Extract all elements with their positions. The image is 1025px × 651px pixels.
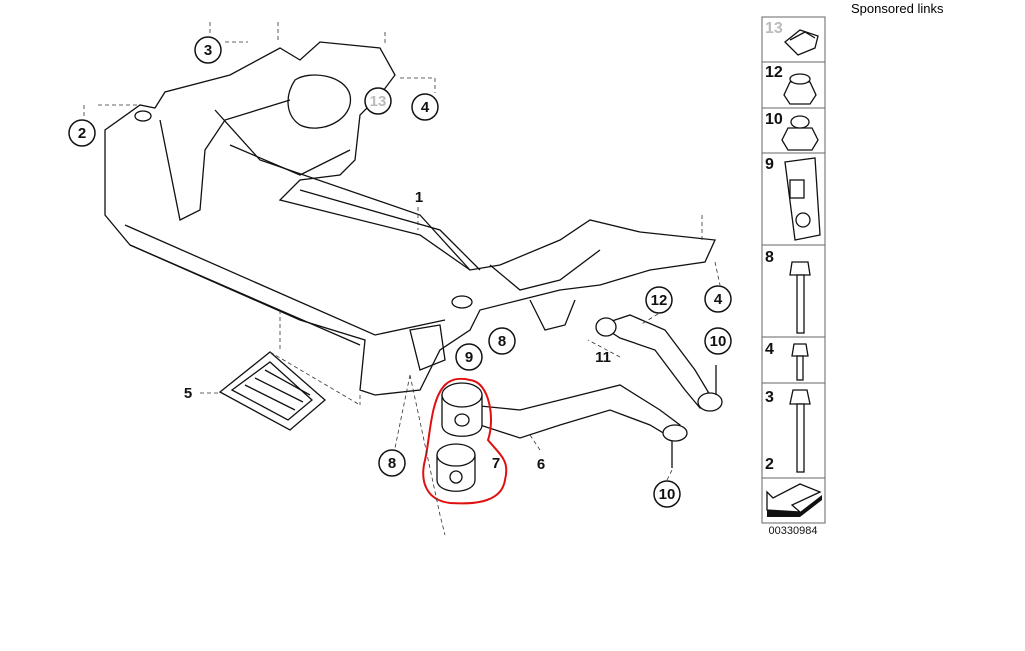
svg-text:8: 8 xyxy=(765,249,774,266)
callout-7[interactable]: 7 xyxy=(492,455,500,472)
bushing-7 xyxy=(436,443,476,492)
diagram-number: 00330984 xyxy=(769,525,818,537)
callout-6[interactable]: 6 xyxy=(537,456,545,473)
svg-text:9: 9 xyxy=(465,349,473,366)
callout-10-top[interactable]: 10 xyxy=(704,327,732,355)
callout-3[interactable]: 3 xyxy=(194,36,222,64)
control-arm-6 xyxy=(468,384,688,468)
sponsored-links-label[interactable]: Sponsored links xyxy=(851,1,944,16)
callout-5[interactable]: 5 xyxy=(184,385,192,402)
callout-9[interactable]: 9 xyxy=(455,343,483,371)
callout-12[interactable]: 12 xyxy=(645,286,673,314)
part-row-4[interactable]: 4 xyxy=(765,341,809,381)
part-row-3-2[interactable]: 3 2 xyxy=(765,389,811,473)
svg-text:9: 9 xyxy=(765,156,774,173)
red-highlight-loop xyxy=(422,377,508,505)
svg-text:4: 4 xyxy=(714,291,723,308)
bushing-9 xyxy=(441,382,483,437)
part-row-12[interactable]: 12 xyxy=(765,64,817,105)
part-row-9[interactable]: 9 xyxy=(765,156,821,241)
callout-8-top[interactable]: 8 xyxy=(488,327,516,355)
svg-text:10: 10 xyxy=(710,333,727,350)
callout-10-bottom[interactable]: 10 xyxy=(653,480,681,508)
callout-8-bottom[interactable]: 8 xyxy=(378,449,406,477)
svg-text:12: 12 xyxy=(765,64,783,81)
front-axle-subframe xyxy=(104,41,716,396)
svg-text:8: 8 xyxy=(498,333,506,350)
svg-text:4: 4 xyxy=(765,341,774,358)
svg-text:2: 2 xyxy=(765,456,774,473)
tension-strut-11 xyxy=(595,314,723,412)
svg-text:13: 13 xyxy=(765,20,783,37)
svg-text:13: 13 xyxy=(370,93,387,110)
direction-arrow-icon xyxy=(766,483,822,517)
parts-column: 13 12 10 9 8 4 3 2 xyxy=(761,16,826,537)
svg-text:10: 10 xyxy=(659,486,676,503)
callout-2[interactable]: 2 xyxy=(68,119,96,147)
svg-text:4: 4 xyxy=(421,99,430,116)
svg-text:3: 3 xyxy=(204,42,212,59)
svg-text:10: 10 xyxy=(765,111,783,128)
skid-plate xyxy=(218,351,326,431)
svg-text:2: 2 xyxy=(78,125,86,142)
svg-text:12: 12 xyxy=(651,292,668,309)
part-row-10[interactable]: 10 xyxy=(765,111,819,151)
callout-11[interactable]: 11 xyxy=(595,349,611,366)
callout-13[interactable]: 13 xyxy=(364,87,392,115)
callout-4-right[interactable]: 4 xyxy=(704,285,732,313)
callout-1[interactable]: 1 xyxy=(415,189,423,206)
callout-4-top[interactable]: 4 xyxy=(411,93,439,121)
part-row-8[interactable]: 8 xyxy=(765,249,811,334)
leader-lines xyxy=(83,22,721,536)
svg-text:3: 3 xyxy=(765,389,774,406)
svg-text:8: 8 xyxy=(388,455,396,472)
part-row-13[interactable]: 13 xyxy=(765,20,819,56)
